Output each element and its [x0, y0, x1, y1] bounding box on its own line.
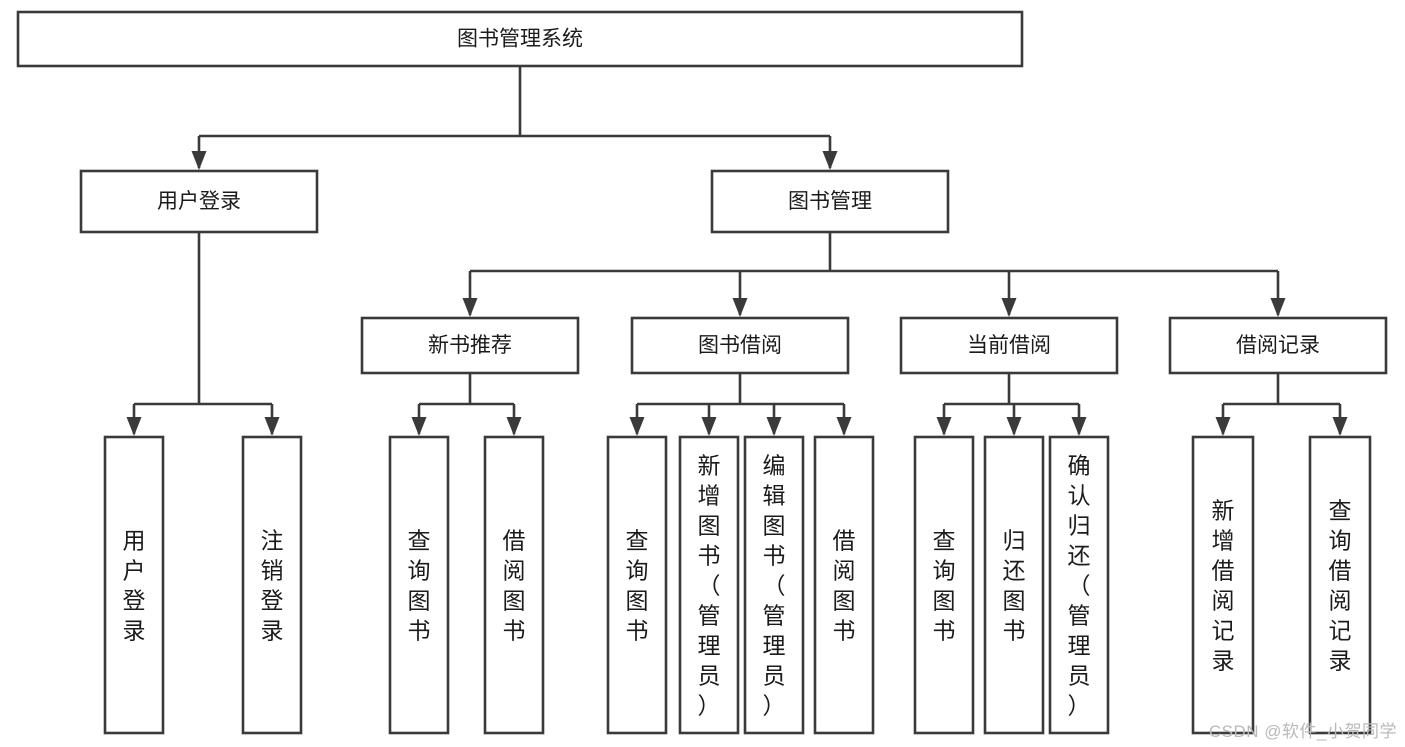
node-leaf-logout-label: 注销登录	[261, 527, 284, 643]
arrow-to-leaf-query-book-2	[629, 417, 645, 436]
node-book-borrow-box[interactable]	[630, 316, 850, 375]
node-user-login-box[interactable]	[79, 169, 319, 234]
arrow-to-borrow-record	[1270, 298, 1286, 317]
node-book-borrow-label: 图书借阅	[698, 334, 782, 357]
node-leaf-return-book-label: 归还图书	[1003, 527, 1026, 643]
node-leaf-query-book-2-label: 查询图书	[626, 527, 649, 643]
arrow-to-book-manage	[822, 151, 838, 170]
arrow-to-leaf-add-book	[701, 417, 717, 436]
node-leaf-query-book-3[interactable]: 查询图书	[913, 435, 975, 735]
node-borrow-record-label: 借阅记录	[1236, 334, 1320, 357]
node-leaf-query-book-3-label: 查询图书	[933, 527, 956, 643]
arrow-to-leaf-confirm-return	[1071, 417, 1087, 436]
node-leaf-add-record-box[interactable]	[1191, 435, 1255, 735]
node-leaf-user-login-label: 用户登录	[123, 527, 146, 643]
node-leaf-query-record-box[interactable]	[1308, 435, 1372, 735]
node-current-borrow-label: 当前借阅	[967, 334, 1051, 357]
node-new-book-recommend[interactable]: 新书推荐	[360, 316, 580, 375]
node-leaf-borrow-book-1-label: 借阅图书	[503, 527, 526, 643]
node-leaf-query-book-1-box[interactable]	[388, 435, 450, 735]
node-leaf-borrow-book-1[interactable]: 借阅图书	[483, 435, 545, 735]
node-leaf-user-login[interactable]: 用户登录	[103, 435, 165, 735]
node-borrow-record[interactable]: 借阅记录	[1168, 316, 1388, 375]
node-borrow-record-box[interactable]	[1168, 316, 1388, 375]
arrow-to-user-login	[191, 151, 207, 170]
node-leaf-borrow-book-2[interactable]: 借阅图书	[813, 435, 875, 735]
node-new-book-recommend-label: 新书推荐	[428, 334, 512, 357]
node-leaf-edit-book[interactable]: 编辑图书（管理员）	[743, 435, 805, 735]
watermark-text: CSDN @软件_小贺同学	[1208, 722, 1397, 741]
node-layer: 图书管理系统用户登录图书管理新书推荐图书借阅当前借阅借阅记录用户登录注销登录查询…	[16, 10, 1388, 735]
arrow-to-leaf-query-book-3	[936, 417, 952, 436]
arrow-to-book-borrow	[732, 298, 748, 317]
arrow-to-leaf-query-record	[1332, 417, 1348, 436]
node-leaf-add-book-box[interactable]	[678, 435, 740, 735]
node-leaf-query-book-2[interactable]: 查询图书	[606, 435, 668, 735]
node-leaf-confirm-return-box[interactable]	[1048, 435, 1110, 735]
node-root-box[interactable]	[16, 10, 1024, 68]
node-root-label: 图书管理系统	[457, 28, 583, 51]
connector-layer	[126, 66, 1348, 436]
node-leaf-query-book-2-box[interactable]	[606, 435, 668, 735]
node-leaf-query-book-1-label: 查询图书	[408, 527, 431, 643]
node-leaf-confirm-return-label: 确认归还（管理员）	[1068, 452, 1091, 718]
arrow-to-leaf-return-book	[1006, 417, 1022, 436]
node-current-borrow[interactable]: 当前借阅	[899, 316, 1119, 375]
node-book-manage-box[interactable]	[710, 169, 950, 234]
node-current-borrow-box[interactable]	[899, 316, 1119, 375]
arrow-to-leaf-user-login	[126, 417, 142, 436]
arrow-to-leaf-logout	[264, 417, 280, 436]
node-new-book-recommend-box[interactable]	[360, 316, 580, 375]
node-leaf-query-record[interactable]: 查询借阅记录	[1308, 435, 1372, 735]
node-leaf-edit-book-label: 编辑图书（管理员）	[763, 452, 786, 718]
node-leaf-return-book-box[interactable]	[983, 435, 1045, 735]
node-leaf-add-record-label: 新增借阅记录	[1212, 497, 1235, 673]
node-leaf-logout-box[interactable]	[241, 435, 303, 735]
node-user-login[interactable]: 用户登录	[79, 169, 319, 234]
node-leaf-add-book-label: 新增图书（管理员）	[698, 452, 721, 718]
node-leaf-borrow-book-1-box[interactable]	[483, 435, 545, 735]
node-leaf-user-login-box[interactable]	[103, 435, 165, 735]
node-book-manage-label: 图书管理	[788, 190, 872, 213]
node-book-borrow[interactable]: 图书借阅	[630, 316, 850, 375]
arrow-to-new-book-recommend	[462, 298, 478, 317]
node-leaf-edit-book-box[interactable]	[743, 435, 805, 735]
node-leaf-borrow-book-2-label: 借阅图书	[833, 527, 856, 643]
arrow-to-leaf-add-record	[1215, 417, 1231, 436]
node-leaf-query-book-1[interactable]: 查询图书	[388, 435, 450, 735]
node-root[interactable]: 图书管理系统	[16, 10, 1024, 68]
node-leaf-return-book[interactable]: 归还图书	[983, 435, 1045, 735]
arrow-to-current-borrow	[1001, 298, 1017, 317]
arrow-to-leaf-edit-book	[766, 417, 782, 436]
node-leaf-logout[interactable]: 注销登录	[241, 435, 303, 735]
arrow-to-leaf-borrow-book-1	[506, 417, 522, 436]
node-leaf-add-book[interactable]: 新增图书（管理员）	[678, 435, 740, 735]
node-leaf-query-record-label: 查询借阅记录	[1329, 497, 1352, 673]
arrow-to-leaf-query-book-1	[411, 417, 427, 436]
arrow-to-leaf-borrow-book-2	[836, 417, 852, 436]
node-user-login-label: 用户登录	[157, 190, 241, 213]
node-leaf-confirm-return[interactable]: 确认归还（管理员）	[1048, 435, 1110, 735]
node-leaf-borrow-book-2-box[interactable]	[813, 435, 875, 735]
node-book-manage[interactable]: 图书管理	[710, 169, 950, 234]
node-leaf-add-record[interactable]: 新增借阅记录	[1191, 435, 1255, 735]
node-leaf-query-book-3-box[interactable]	[913, 435, 975, 735]
